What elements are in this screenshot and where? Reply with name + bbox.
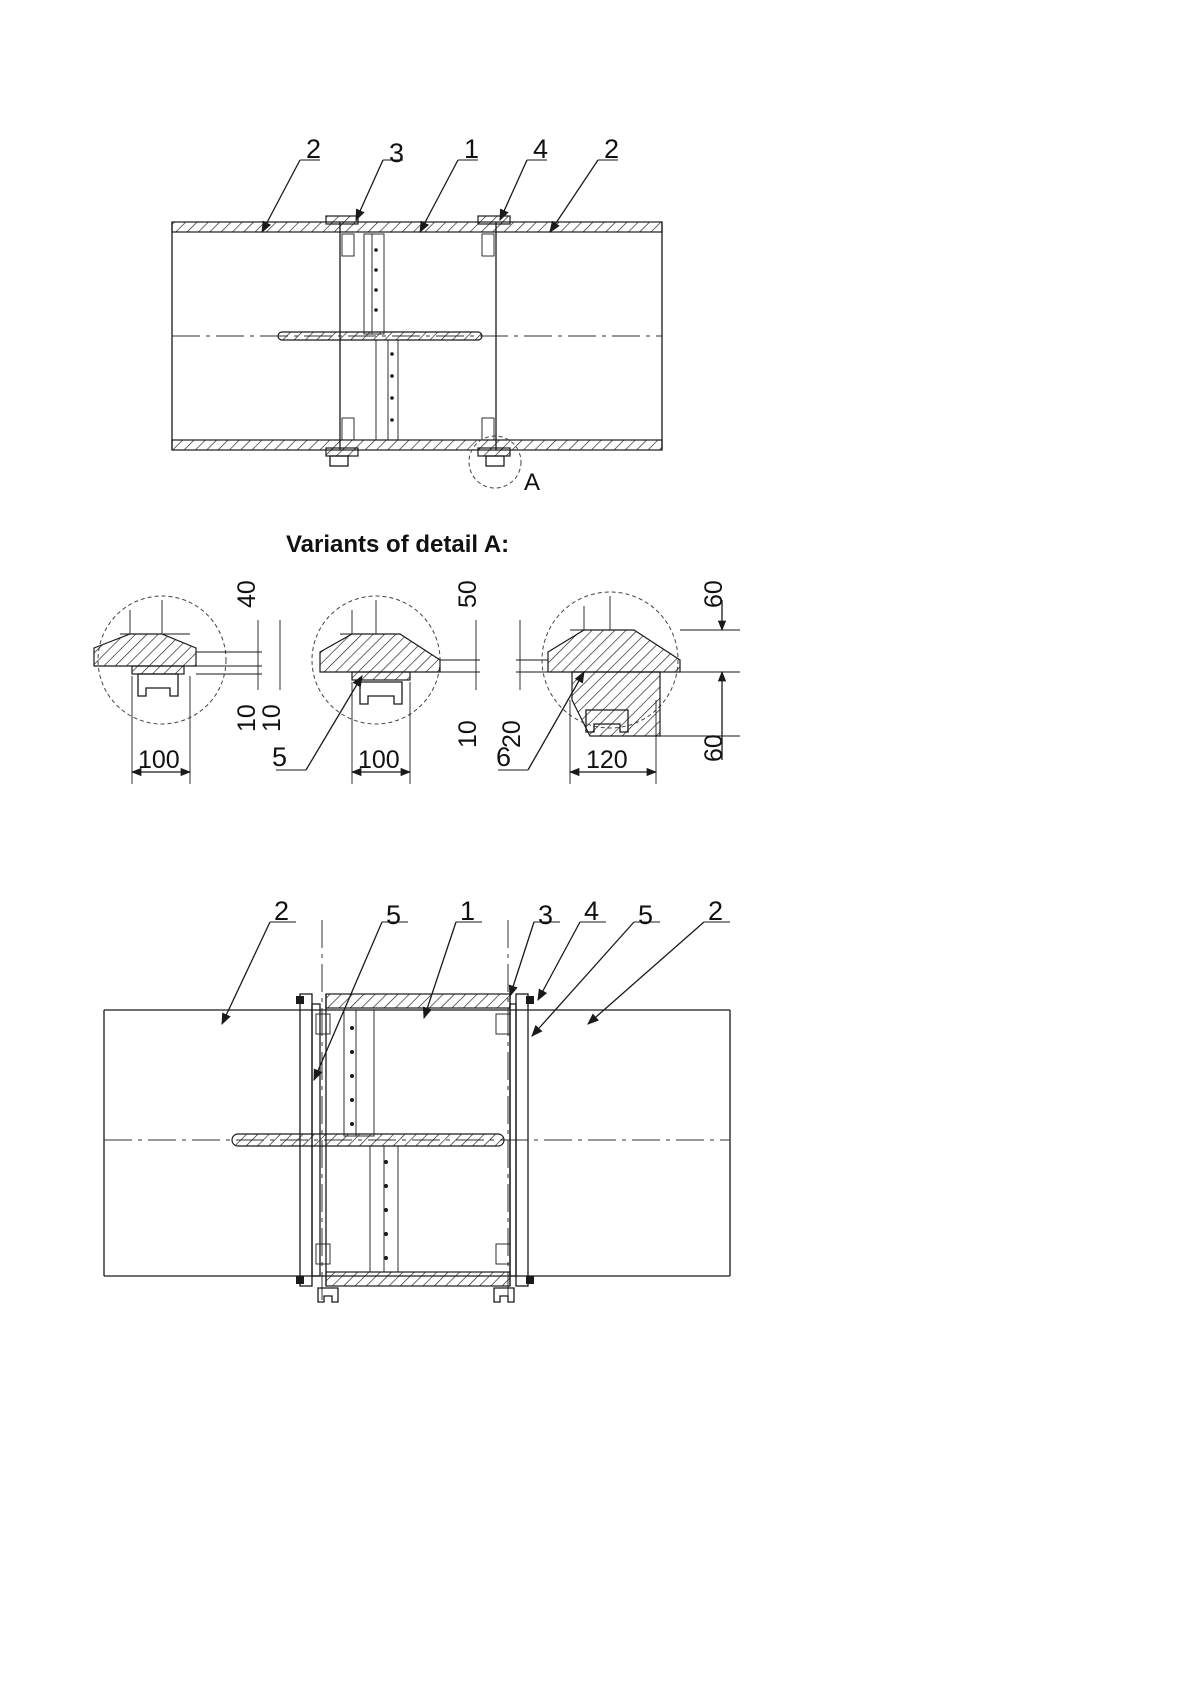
b-leader-2-right	[588, 922, 704, 1024]
label-top-1: 1	[464, 134, 479, 164]
label-top-2-right: 2	[604, 134, 619, 164]
detail-mark-a: A	[524, 469, 540, 496]
label-bottom-3: 3	[538, 900, 553, 930]
label-bottom-4: 4	[584, 896, 599, 926]
b-leader-4	[538, 922, 580, 1000]
bottom-shaft	[232, 1134, 504, 1146]
top-wall	[172, 222, 662, 232]
v2-dim-top: 50	[454, 580, 482, 608]
label-bottom-5-right: 5	[638, 900, 653, 930]
bottom-bottom-wall	[326, 1272, 510, 1286]
v1-dim-top: 40	[233, 580, 261, 608]
variant-3: 20 60 60 120 6	[496, 580, 740, 784]
v3-dim-top-right: 60	[700, 580, 728, 608]
leader-1	[420, 160, 458, 232]
v3-dim-width: 120	[586, 746, 628, 774]
label-bottom-2-right: 2	[708, 896, 723, 926]
label-bottom-5-left: 5	[386, 900, 401, 930]
b-leader-5-right	[532, 922, 634, 1036]
v1-dim-bottom-a: 10	[233, 704, 261, 732]
label-variant-5: 5	[272, 742, 287, 772]
b-leader-2-left	[222, 922, 270, 1024]
label-bottom-1: 1	[460, 896, 475, 926]
bottom-wall	[172, 440, 662, 450]
leader-2-right	[550, 160, 598, 232]
v2-dim-bottom: 10	[454, 720, 482, 748]
b-leader-3	[510, 922, 534, 996]
v2-dim-width: 100	[358, 746, 400, 774]
label-variant-6: 6	[496, 742, 511, 772]
top-view: 2 3 1 4 2 A	[172, 134, 662, 496]
leader-2-left	[262, 160, 300, 232]
label-top-4: 4	[533, 134, 548, 164]
variant-2: 50 10 100 5	[272, 580, 482, 784]
label-bottom-2-left: 2	[274, 896, 289, 926]
shaft	[278, 332, 482, 340]
v3-dim-bottom-right: 60	[700, 734, 728, 762]
variant-1: 40 10 10 100	[94, 580, 286, 784]
bottom-view: 2 5 1 3 4 5 2	[104, 896, 730, 1302]
label-top-3: 3	[389, 138, 404, 168]
leader-3	[356, 160, 383, 220]
v1-dim-bottom-b: 10	[258, 704, 286, 732]
bottom-top-wall	[326, 994, 510, 1008]
label-top-2-left: 2	[306, 134, 321, 164]
v1-dim-width: 100	[138, 746, 180, 774]
leader-4	[500, 160, 527, 220]
variants-title: Variants of detail A:	[286, 531, 509, 558]
